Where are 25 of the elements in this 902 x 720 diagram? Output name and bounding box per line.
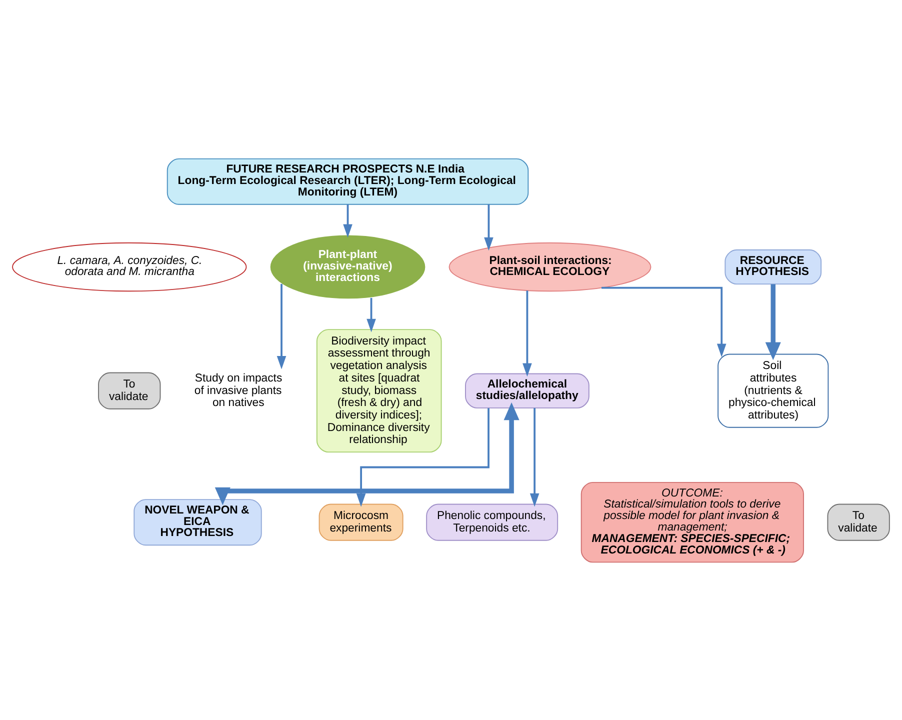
node-text: Study on impacts of invasive plants on natives bbox=[194, 372, 282, 409]
arrow bbox=[765, 284, 781, 360]
node-box: To validate bbox=[827, 503, 890, 540]
node-box: To validate bbox=[98, 372, 161, 409]
node-ellipse: L. camara, A. conyzoides, C. odorata and M. micrantha bbox=[12, 242, 247, 292]
node-ellipse: Plant-plant (invasive-native) interactions bbox=[269, 234, 426, 300]
arrow bbox=[602, 286, 726, 357]
arrow bbox=[484, 204, 494, 250]
arrow bbox=[530, 408, 540, 506]
node-box: NOVEL WEAPON & EICA HYPOTHESIS bbox=[134, 498, 262, 546]
arrow bbox=[214, 402, 520, 505]
node-box: RESOURCE HYPOTHESIS bbox=[724, 248, 822, 284]
arrow bbox=[356, 408, 490, 506]
arrow bbox=[343, 204, 352, 238]
arrow bbox=[276, 283, 286, 369]
node-box: Biodiversity impact assessment through vegetation analysis at sites [quadrat study, biomass (fresh & dry) and diversity indices]; Dominance diversity relationship bbox=[316, 328, 442, 452]
arrow bbox=[366, 297, 376, 332]
arrow bbox=[522, 290, 532, 376]
node-box: Microcosm experiments bbox=[318, 503, 404, 540]
node-box: FUTURE RESEARCH PROSPECTS N.E India Long-Term Ecological Research (LTER); Long-Term Ecological Monitoring (LTEM) bbox=[166, 158, 529, 204]
node-ellipse: Plant-soil interactions: CHEMICAL ECOLOGY bbox=[448, 242, 652, 292]
node-box: Allelochemical studies/allelopathy bbox=[465, 372, 590, 408]
node-box: Phenolic compounds, Terpenoids etc. bbox=[426, 503, 558, 540]
node-box: OUTCOME: Statistical/simulation tools to derive possible model for plant invasion & management; MANAGEMENT: SPECIES-SPECIFIC; ECOLOGICAL ECONOMICS (+ & -) bbox=[580, 481, 804, 562]
node-box: Soil attributes (nutrients & physico-chemical attributes) bbox=[718, 353, 829, 428]
